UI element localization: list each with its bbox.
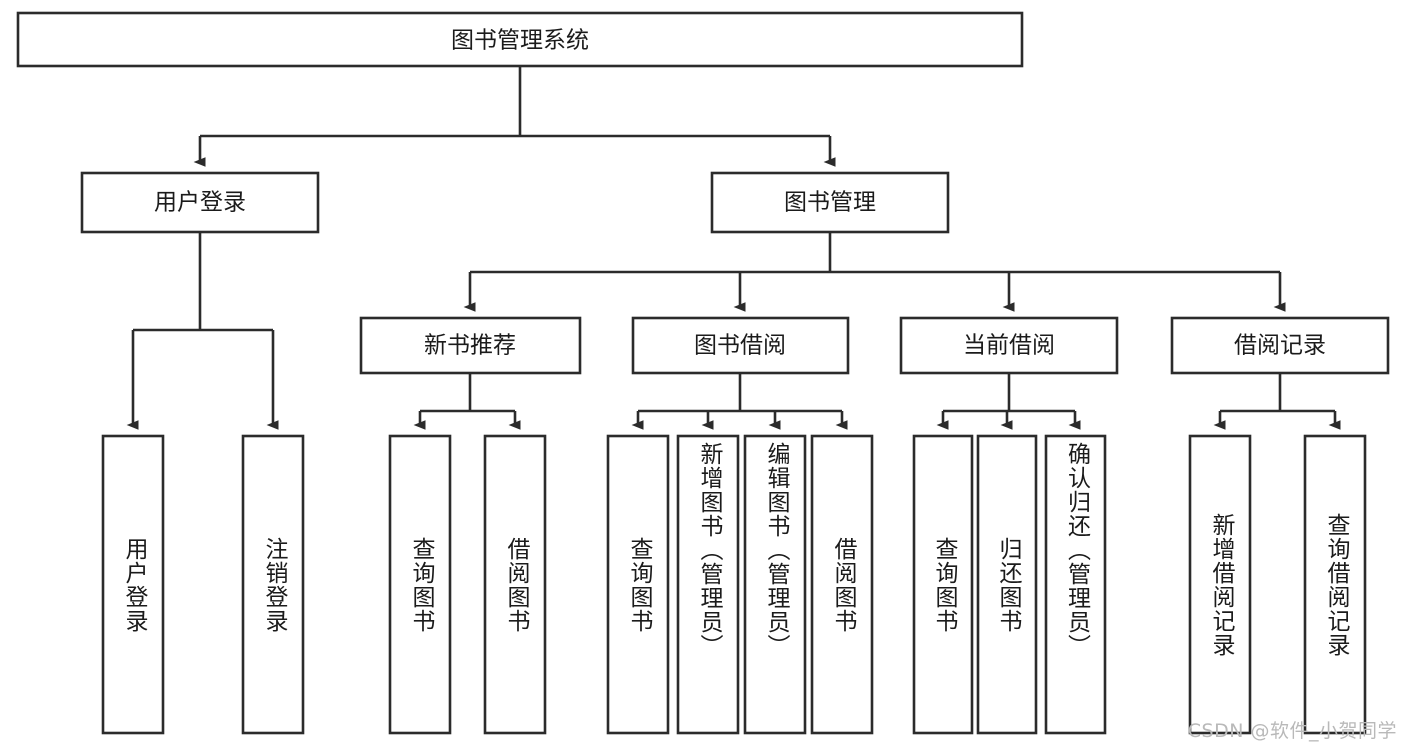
leaf-node-group <box>101 434 1367 735</box>
connector-group-new-books <box>413 373 521 430</box>
leaf-box-edit-book-admin[interactable] <box>743 434 807 735</box>
connector-group-borrow <box>631 373 848 430</box>
node-root-system[interactable]: 图书管理系统 <box>16 11 1024 68</box>
leaf-box-add-borrow-record[interactable] <box>1188 434 1252 735</box>
leaf-box-user-login[interactable] <box>101 434 165 735</box>
leaf-box-query-borrow-record[interactable] <box>1303 434 1367 735</box>
node-user-login[interactable]: 用户登录 <box>80 171 320 234</box>
leaf-box-query-books-new[interactable] <box>388 434 452 735</box>
node-borrow-records-label: 借阅记录 <box>1234 333 1326 359</box>
node-book-borrow-box[interactable] <box>631 316 850 375</box>
connector-group-current <box>936 373 1081 430</box>
node-book-management-label: 图书管理 <box>784 190 876 216</box>
node-borrow-records-box[interactable] <box>1170 316 1390 375</box>
leaf-box-borrow-book[interactable] <box>810 434 874 735</box>
node-current-borrow-box[interactable] <box>899 316 1119 375</box>
connector-group-user-login <box>126 232 279 430</box>
node-root-system-box[interactable] <box>16 11 1024 68</box>
node-new-book-recommend[interactable]: 新书推荐 <box>359 316 582 375</box>
node-book-borrow-label: 图书借阅 <box>694 333 786 359</box>
watermark-text: CSDN @软件_小贺同学 <box>1187 720 1397 742</box>
leaf-box-borrow-books-new[interactable] <box>483 434 547 735</box>
node-current-borrow[interactable]: 当前借阅 <box>899 316 1119 375</box>
node-book-management-box[interactable] <box>710 171 950 234</box>
leaf-box-return-book[interactable] <box>976 434 1038 735</box>
leaf-box-confirm-return-admin[interactable] <box>1044 434 1107 735</box>
leaf-box-query-books-borrow[interactable] <box>606 434 670 735</box>
leaf-box-logout[interactable] <box>241 434 305 735</box>
node-borrow-records[interactable]: 借阅记录 <box>1170 316 1390 375</box>
connector-group-book-mgmt <box>463 232 1286 312</box>
node-root-system-label: 图书管理系统 <box>451 28 589 54</box>
node-current-borrow-label: 当前借阅 <box>963 333 1055 359</box>
node-book-management[interactable]: 图书管理 <box>710 171 950 234</box>
node-book-borrow[interactable]: 图书借阅 <box>631 316 850 375</box>
node-user-login-box[interactable] <box>80 171 320 234</box>
node-new-book-recommend-label: 新书推荐 <box>424 333 516 359</box>
node-new-book-recommend-box[interactable] <box>359 316 582 375</box>
node-user-login-label: 用户登录 <box>154 190 246 216</box>
connector-group-records <box>1213 373 1341 430</box>
leaf-box-query-books-current[interactable] <box>912 434 974 735</box>
connector-group-root <box>193 66 836 167</box>
leaf-box-add-book-admin[interactable] <box>676 434 740 735</box>
